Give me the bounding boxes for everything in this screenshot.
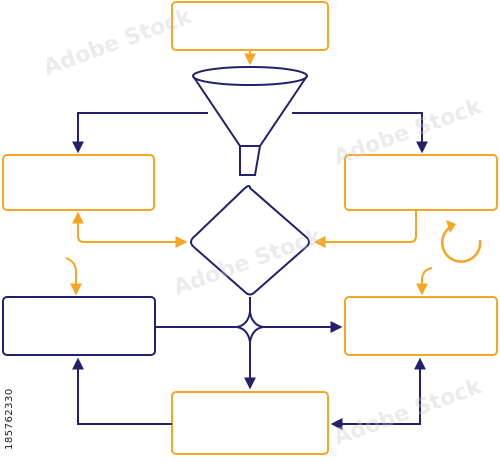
cycle-icon-arrowhead	[446, 220, 456, 233]
edge-funnel-to-left-box-1	[72, 112, 208, 154]
edge-right-box-2-to-bottom-box	[330, 357, 426, 430]
top-box	[171, 1, 329, 51]
left-box-2	[2, 296, 156, 356]
right-box-1	[344, 154, 498, 211]
left-box-1	[2, 154, 155, 211]
cycle-icon	[440, 224, 482, 263]
edge-right-box-1-to-diamond	[313, 210, 417, 248]
edge-left-box-1-to-diamond	[72, 211, 188, 248]
stock-id-label: 185762330	[4, 388, 15, 450]
edge-funnel-to-right-box-1	[292, 112, 428, 154]
edge-left-box-1-to-left-box-2	[65, 257, 82, 296]
edge-right-box-1-to-right-box-2	[416, 267, 433, 296]
right-box-2	[344, 296, 498, 356]
funnel-icon	[192, 66, 308, 176]
junction-node	[236, 311, 264, 343]
edge-bottom-box-to-left-box-2	[72, 357, 172, 425]
bottom-box	[171, 391, 329, 455]
decision-diamond	[190, 185, 310, 296]
